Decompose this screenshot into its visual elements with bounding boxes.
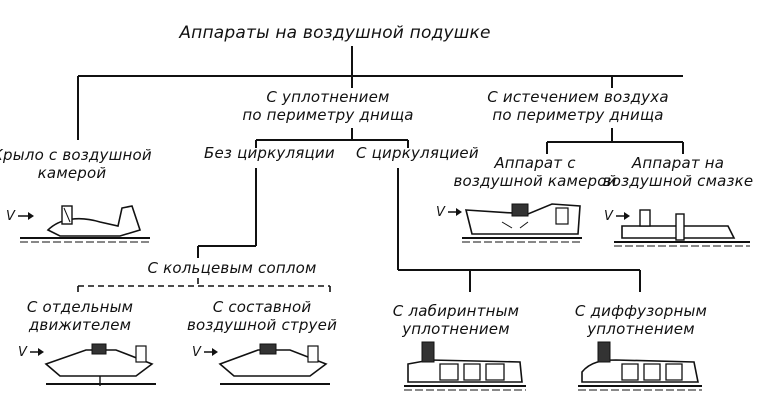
velocity-label: V (6, 209, 16, 224)
node-wing-chamber-line1: Крыло с воздушной (0, 146, 152, 164)
composite-jet-craft-sketch: V (192, 343, 330, 385)
node-air-chamber-craft-line1: Аппарат с (494, 154, 576, 172)
node-wing-chamber-line2: камерой (37, 164, 107, 182)
node-composite-jet: С составной воздушной струей (187, 298, 337, 334)
node-labyrinth-seal: С лабиринтным уплотнением (393, 302, 519, 338)
node-circulation: С циркуляцией (356, 144, 479, 162)
node-perimeter-seal-line1: С уплотнением (266, 88, 390, 106)
node-annular-nozzle: С кольцевым соплом (147, 259, 317, 277)
wing-body (46, 205, 142, 237)
node-air-lubrication-craft-line2: воздушной смазке (602, 172, 754, 190)
node-air-chamber-craft: Аппарат с воздушной камерой (453, 154, 616, 190)
node-wing-chamber: Крыло с воздушной камерой (0, 146, 152, 182)
node-diffuser-seal-line1: С диффузорным (574, 302, 708, 320)
node-composite-jet-line2: воздушной струей (186, 316, 338, 334)
diagram-title: Аппараты на воздушной подушке (179, 23, 491, 43)
node-diffuser-seal-line2: уплотнением (587, 320, 695, 338)
node-perimeter-seal-line2: по периметру днища (242, 106, 414, 124)
nozzle-hull (44, 349, 154, 377)
node-labyrinth-seal-line1: С лабиринтным (392, 302, 520, 320)
node-labyrinth-seal-line2: уплотнением (402, 320, 510, 338)
velocity-label: V (436, 205, 446, 220)
node-diffuser-seal: С диффузорным уплотнением (575, 302, 707, 338)
node-perimeter-seal: С уплотнением по периметру днища (242, 88, 413, 124)
diffuser-hull (581, 359, 699, 383)
node-perimeter-outflow-line2: по периметру днища (492, 106, 664, 124)
node-air-lubrication-craft-line1: Аппарат на (631, 154, 725, 172)
velocity-label: V (18, 345, 28, 360)
node-separate-engine-line1: С отдельным (26, 298, 134, 316)
velocity-label: V (192, 345, 202, 360)
node-air-chamber-craft-line2: воздушной камерой (453, 172, 617, 190)
separate-engine-craft-sketch: V (18, 343, 156, 386)
wing-chamber-craft-sketch: V (6, 205, 150, 243)
diffuser-seal-craft-sketch (578, 341, 702, 391)
air-chamber-craft-sketch: V (436, 203, 582, 243)
air-lubrication-craft-sketch: V (604, 209, 750, 247)
velocity-label: V (604, 209, 614, 224)
node-separate-engine: С отдельным движителем (27, 298, 133, 334)
labyrinth-hull (407, 359, 523, 383)
composite-hull (218, 349, 328, 377)
node-perimeter-outflow: С истечением воздуха по периметру днища (487, 88, 668, 124)
node-separate-engine-line2: движителем (28, 316, 132, 334)
labyrinth-seal-craft-sketch (404, 341, 526, 391)
node-perimeter-outflow-line1: С истечением воздуха (487, 88, 669, 106)
node-no-circulation: Без циркуляции (204, 144, 335, 162)
node-composite-jet-line1: С составной (212, 298, 312, 316)
node-air-lubrication-craft: Аппарат на воздушной смазке (603, 154, 754, 190)
